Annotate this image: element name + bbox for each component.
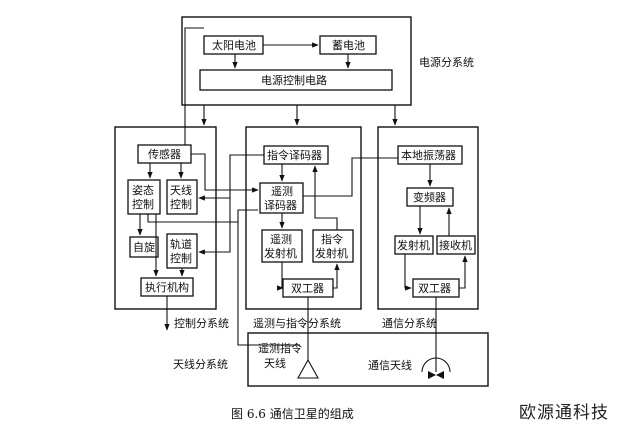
comm-receiver-label: 接收机 <box>439 238 472 252</box>
power-subsystem-title: 电源分系统 <box>419 55 474 69</box>
command-decoder-box <box>263 145 329 165</box>
antenna-subsystem-frame <box>247 332 489 387</box>
tt-antenna-label-1: 遥测指令 <box>258 341 302 355</box>
command-decoder-label: 指令译码器 <box>267 148 322 162</box>
telemetry-to-comm-line <box>303 157 398 197</box>
transmitter-to-duplexer-line <box>277 262 284 291</box>
command-receiver-box <box>312 229 354 263</box>
attitude-control-box <box>127 179 161 215</box>
comm-subsystem-title: 通信分系统 <box>382 317 437 330</box>
orbit-control-label-1: 轨道 <box>170 237 192 251</box>
comm-transmitter-box <box>394 235 434 255</box>
tt-subsystem-frame <box>245 126 362 310</box>
sensor-label: 传感器 <box>148 148 181 161</box>
comm-antenna-label: 通信天线 <box>368 358 412 372</box>
telemetry-transmitter-label-2: 发射机 <box>264 246 297 260</box>
attitude-label-1: 姿态 <box>132 184 154 197</box>
tt-antenna-icon <box>297 358 319 379</box>
duplexer-to-receiver-line <box>333 263 340 289</box>
solar-cell-label: 太阳电池 <box>212 39 256 52</box>
tt-duplexer-label: 双工器 <box>291 282 324 295</box>
antenna-control-label-1: 天线 <box>170 183 192 197</box>
figure-caption: 图 6.6 通信卫星的组成 <box>231 406 354 421</box>
power-control-label: 电源控制电路 <box>261 73 327 87</box>
actuator-label: 执行机构 <box>145 280 189 294</box>
control-telemetry-link-1 <box>147 209 258 223</box>
spin-box <box>129 236 159 258</box>
local-oscillator-label: 本地振荡器 <box>401 148 456 162</box>
antenna-control-label-2: 控制 <box>170 197 192 211</box>
comm-duplexer-label: 双工器 <box>418 282 451 295</box>
watermark: 欧源通科技 <box>519 403 609 423</box>
spin-label: 自旋 <box>133 240 155 254</box>
comm-receiver-box <box>436 235 476 255</box>
power-subsystem-frame <box>181 16 412 106</box>
command-receiver-label-2: 发射机 <box>315 246 348 260</box>
converter-box <box>406 187 454 207</box>
sensor-to-telemetry-line <box>191 153 259 193</box>
converter-label: 变频器 <box>413 190 446 204</box>
orbit-control-box <box>166 233 198 269</box>
attitude-label-2: 控制 <box>132 197 154 211</box>
command-to-antenna-control-line <box>198 154 264 201</box>
telemetry-encoder-box <box>259 182 304 214</box>
power-control-box <box>199 69 393 91</box>
comm-antenna-icon <box>421 357 451 379</box>
control-telemetry-link-2 <box>237 222 300 346</box>
control-subsystem-title: 控制分系统 <box>174 316 229 330</box>
comm-transmitter-label: 发射机 <box>397 238 430 252</box>
telemetry-encoder-label-2: 译码器 <box>264 199 297 212</box>
antenna-subsystem-title: 天线分系统 <box>173 357 228 371</box>
command-receiver-label-1: 指令 <box>321 232 343 246</box>
antenna-control-box <box>166 179 198 215</box>
battery-label: 蓄电池 <box>332 39 365 52</box>
comm-subsystem-frame <box>377 126 479 310</box>
receiver-to-decoder-line <box>312 165 338 230</box>
telemetry-transmitter-label-1: 遥测 <box>270 233 292 246</box>
orbit-control-label-2: 控制 <box>170 251 192 265</box>
tt-subsystem-title: 遥测与指令分系统 <box>253 316 341 330</box>
control-subsystem-frame <box>114 126 217 310</box>
command-to-orbit-control-line <box>198 198 231 255</box>
transmitter-to-duplexer-line <box>404 254 412 291</box>
telemetry-transmitter-box <box>261 229 303 263</box>
tt-antenna-label-2: 天线 <box>264 356 286 370</box>
duplexer-to-receiver-line <box>459 255 468 289</box>
sensor-to-solar-line <box>184 27 204 145</box>
telemetry-encoder-label-1: 遥测 <box>271 185 293 198</box>
